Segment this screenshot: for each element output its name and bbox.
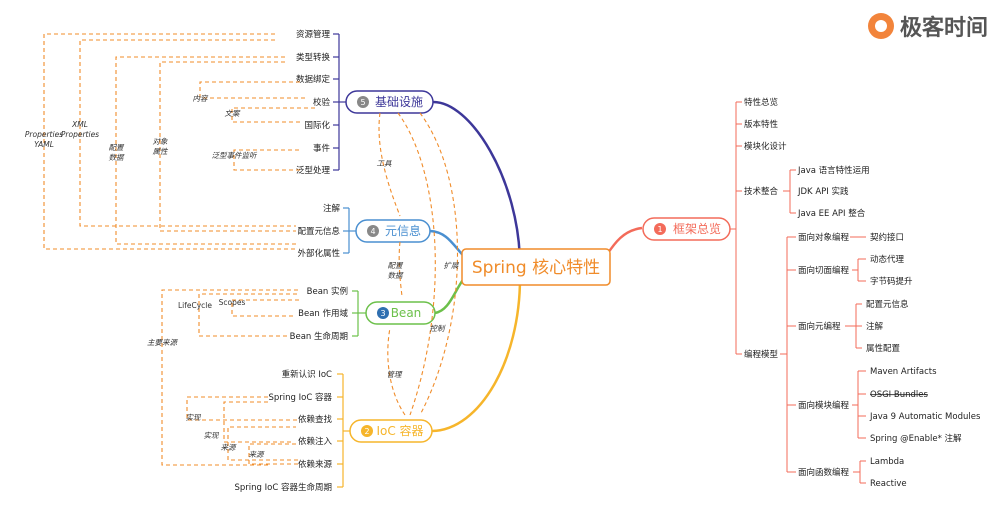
aop-dynamic-proxy[interactable]: 动态代理 <box>870 254 905 265</box>
brand: 极客时间 <box>867 8 988 44</box>
infra-events[interactable]: 事件 <box>313 143 331 154</box>
center-label: Spring 核心特性 <box>472 258 600 278</box>
note-config2: 配置 <box>388 261 404 270</box>
relations-center <box>378 112 458 416</box>
infra-validation[interactable]: 校验 <box>313 97 331 108</box>
topic-ioc-num: 2 <box>364 427 369 436</box>
topic-meta-num: 4 <box>370 227 375 236</box>
note-lifecycle: LifeCycle <box>178 301 212 310</box>
note-properties: Properties <box>25 130 63 139</box>
topic-framework-num: 1 <box>657 225 662 234</box>
note-yaml: YAML <box>34 140 54 149</box>
note-control: 控制 <box>430 324 446 333</box>
model-meta-programming[interactable]: 面向元编程 <box>798 321 841 332</box>
note-config: 配置 <box>109 143 125 152</box>
framework-feature-overview[interactable]: 特性总览 <box>744 97 778 108</box>
meta-config-metadata-leaf[interactable]: 配置元信息 <box>297 226 340 237</box>
bean-lifecycle[interactable]: Bean 生命周期 <box>290 331 348 342</box>
brand-name: 极客时间 <box>899 16 988 41</box>
note-extend: 扩展 <box>444 261 460 270</box>
topic-ioc-label: IoC 容器 <box>376 423 423 438</box>
note-source1: 来源 <box>221 443 237 452</box>
topic-ioc-badge <box>361 425 373 437</box>
note-xml-properties: Properties <box>61 130 99 139</box>
infra-connectors <box>333 33 346 171</box>
meta-connectors <box>343 207 356 254</box>
tech-java-ee-api[interactable]: Java EE API 整合 <box>797 208 866 219</box>
note-impl1: 实现 <box>186 413 202 422</box>
geektime-logo-icon <box>867 13 894 39</box>
infra-data-binding[interactable]: 数据绑定 <box>296 74 331 85</box>
functional-reactive[interactable]: Reactive <box>870 479 907 489</box>
topic-bean-badge <box>377 307 389 319</box>
ioc-dependency-lookup[interactable]: 依赖查找 <box>298 414 333 425</box>
model-aop[interactable]: 面向切面编程 <box>798 265 850 276</box>
branch-infra <box>431 100 522 267</box>
model-oop[interactable]: 面向对象编程 <box>798 232 850 243</box>
topic-bean-label: Bean <box>391 306 422 320</box>
framework-tech-integration[interactable]: 技术整合 <box>744 186 779 197</box>
ioc-dependency-injection[interactable]: 依赖注入 <box>298 436 333 447</box>
meta-annotation[interactable]: 注解 <box>866 321 884 332</box>
ioc-container-lifecycle[interactable]: Spring IoC 容器生命周期 <box>235 482 332 493</box>
modular-maven[interactable]: Maven Artifacts <box>870 367 937 377</box>
center-node[interactable] <box>461 248 611 286</box>
modular-enable-annotation[interactable]: Spring @Enable* 注解 <box>870 433 962 444</box>
note-impl2: 实现 <box>204 431 220 440</box>
oop-contract-interface[interactable]: 契约接口 <box>870 232 904 243</box>
topic-infra-badge <box>357 96 369 108</box>
meta-externalized-props[interactable]: 外部化属性 <box>297 248 340 259</box>
framework-modular-design[interactable]: 模块化设计 <box>744 141 787 152</box>
infra-generics[interactable]: 泛型处理 <box>296 165 331 176</box>
note-copy: 文案 <box>225 109 241 118</box>
topic-framework-label: 框架总览 <box>673 221 721 236</box>
note-tool: 工具 <box>377 159 392 168</box>
tech-java-language[interactable]: Java 语言特性运用 <box>797 165 870 176</box>
modular-osgi[interactable]: OSGI Bundles <box>870 390 928 400</box>
ioc-rethink[interactable]: 重新认识 IoC <box>282 369 332 380</box>
model-modular[interactable]: 面向模块编程 <box>798 400 850 411</box>
bean-scope[interactable]: Bean 作用域 <box>298 308 348 319</box>
note-main-source: 主要来源 <box>147 338 178 347</box>
framework-version-features[interactable]: 版本特性 <box>744 119 779 130</box>
ioc-dependency-source[interactable]: 依赖来源 <box>298 459 333 470</box>
note-data2: 数据 <box>388 271 404 280</box>
bean-instance[interactable]: Bean 实例 <box>307 286 348 297</box>
meta-config-metadata[interactable]: 配置元信息 <box>866 299 909 310</box>
topic-meta-label: 元信息 <box>385 223 421 238</box>
relations-left <box>43 33 315 466</box>
bean-connectors <box>352 290 366 337</box>
infra-type-conversion[interactable]: 类型转换 <box>296 52 331 63</box>
note-attr: 属性 <box>153 147 169 156</box>
framework-programming-model[interactable]: 编程模型 <box>744 349 779 360</box>
framework-connectors <box>730 101 866 484</box>
note-scopes: Scopes <box>219 298 246 307</box>
topic-bean-num: 3 <box>380 309 385 318</box>
branch-ioc <box>431 277 522 433</box>
aop-bytecode[interactable]: 字节码提升 <box>870 276 913 287</box>
note-manage: 管理 <box>387 370 403 379</box>
functional-lambda[interactable]: Lambda <box>870 457 904 467</box>
meta-annotation-leaf[interactable]: 注解 <box>323 203 341 214</box>
ioc-spring-container[interactable]: Spring IoC 容器 <box>269 392 333 403</box>
infra-i18n[interactable]: 国际化 <box>304 120 330 131</box>
note-content: 内容 <box>193 94 209 103</box>
topic-meta-badge <box>367 225 379 237</box>
topic-infra-label: 基础设施 <box>375 95 423 109</box>
model-functional[interactable]: 面向函数编程 <box>798 467 850 478</box>
infra-resource-mgmt[interactable]: 资源管理 <box>296 29 331 40</box>
tech-jdk-api[interactable]: JDK API 实践 <box>797 186 849 197</box>
note-source2: 来源 <box>249 450 265 459</box>
topic-framework-badge <box>654 223 666 235</box>
note-data: 数据 <box>109 153 125 162</box>
modular-java9[interactable]: Java 9 Automatic Modules <box>869 412 981 422</box>
note-xml: XML <box>71 120 88 129</box>
note-object: 对象 <box>153 137 168 146</box>
meta-property-config[interactable]: 属性配置 <box>866 343 901 354</box>
note-generic-event: 泛型事件监听 <box>212 151 258 160</box>
ioc-connectors <box>337 373 350 488</box>
topic-infra-num: 5 <box>360 98 365 107</box>
